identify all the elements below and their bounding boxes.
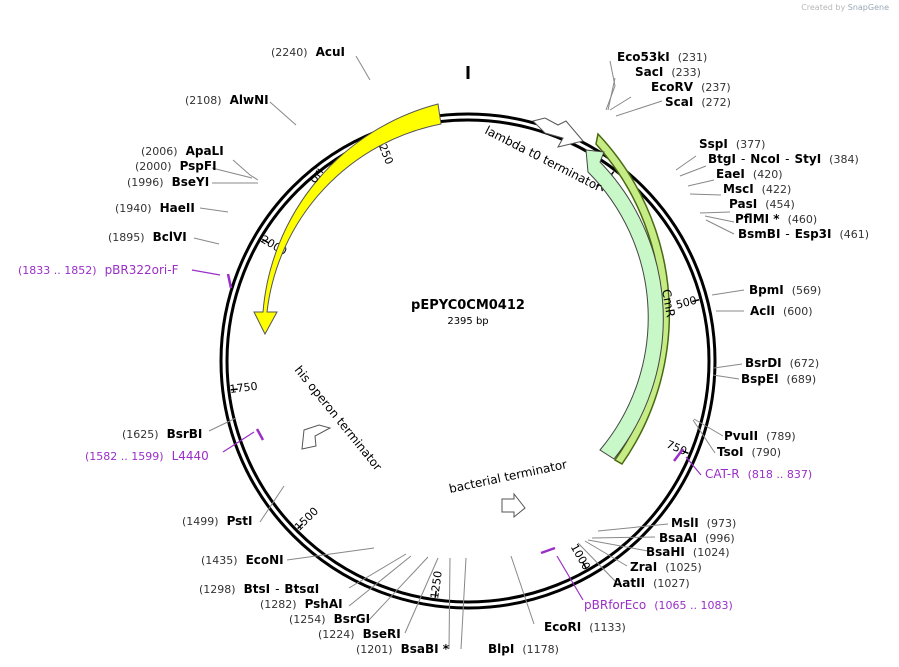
- bacterial-terminator-arrow: [501, 492, 526, 519]
- cmr-feature: [585, 149, 664, 460]
- snapgene-logo: SnapGene: [847, 3, 889, 12]
- tick-label-1000: 1000: [568, 542, 593, 573]
- enzyme-msli: MslI(973): [671, 516, 736, 530]
- enzyme-labels: (2240)AcuI (2108)AlwNI (2006)ApaLI (2000…: [108, 45, 869, 656]
- enzyme-bsrgi: (1254)BsrGI: [289, 612, 370, 626]
- primer-cat-r: CAT-R(818 .. 837): [705, 467, 812, 481]
- cmr-label: CmR: [659, 288, 678, 318]
- enzyme-apali: (2006)ApaLI: [141, 144, 224, 158]
- ori-feature: [253, 103, 442, 336]
- enzyme-bsahi: BsaHI(1024): [646, 545, 729, 559]
- enzyme-btgi: BtgI-NcoI-StyI(384): [708, 152, 859, 166]
- enzyme-bpmi: BpmI(569): [749, 283, 821, 297]
- enzyme-leader-lines: [193, 55, 745, 650]
- enzyme-bsrbi: (1625)BsrBI: [122, 427, 202, 441]
- enzyme-bseri: (1224)BseRI: [318, 627, 401, 641]
- enzyme-psti: (1499)PstI: [182, 514, 253, 528]
- tick-mark-1500: [297, 523, 304, 530]
- primer-markers: [191, 269, 702, 601]
- enzyme-haeii: (1940)HaeII: [115, 201, 195, 215]
- enzyme-blpi: BlpI(1178): [488, 642, 559, 656]
- tick-label-1250: 1250: [428, 570, 445, 600]
- enzyme-bsaai: BsaAI(996): [659, 531, 735, 545]
- enzyme-bclvi: (1895)BclVI: [108, 230, 187, 244]
- enzyme-saci: SacI(233): [635, 65, 701, 79]
- enzyme-btsi: (1298)BtsI-BtsαI: [199, 582, 319, 596]
- lambda-terminator-label: lambda t0 terminator: [483, 123, 604, 194]
- enzyme-pflmi: PflMI *(460): [735, 212, 817, 226]
- his-operon-terminator-arrow: [301, 424, 332, 450]
- his-terminator-label: his operon terminator: [292, 363, 385, 473]
- enzyme-aatii: AatII(1027): [613, 576, 690, 590]
- plasmid-name: pEPYC0CM0412: [411, 298, 525, 313]
- backbone-inner: [225, 118, 711, 604]
- tick-mark-1000: [582, 562, 588, 570]
- backbone-outer: [219, 112, 717, 610]
- primer-labels: (1833 .. 1852)pBR322ori-F (1582 .. 1599)…: [18, 263, 812, 612]
- enzyme-scai: ScaI(272): [665, 95, 731, 109]
- tick-label-1750: 1750: [229, 380, 258, 396]
- tick-label-1500: 1500: [292, 505, 321, 534]
- enzyme-acui: (2240)AcuI: [271, 45, 345, 59]
- enzyme-eco53ki: Eco53kI(231): [617, 50, 707, 64]
- cmr-highlight: [595, 132, 671, 465]
- tick-mark-1750: [230, 388, 238, 391]
- enzyme-pspfi: (2000)PspFI: [135, 159, 217, 173]
- tick-mark-1250: [434, 590, 437, 598]
- enzyme-bsabi: (1201)BsaBI *: [356, 642, 450, 656]
- enzyme-tsoi: TsoI(790): [717, 445, 781, 459]
- credit-text: Created by SnapGene: [801, 3, 889, 12]
- enzyme-pshai: (1282)PshAI: [260, 597, 343, 611]
- enzyme-pvuii: PvuII(789): [724, 429, 796, 443]
- enzyme-eaei: EaeI(420): [716, 167, 783, 181]
- enzyme-ecori: EcoRI(1133): [544, 620, 626, 634]
- enzyme-pasi: PasI(454): [729, 197, 795, 211]
- primer-l4440: (1582 .. 1599)L4440: [85, 449, 209, 463]
- enzyme-bsmbi: BsmBI-Esp3I(461): [738, 227, 869, 241]
- plasmid-length: 2395 bp: [447, 316, 488, 327]
- tick-mark-500: [692, 299, 700, 303]
- tick-label-500: 500: [675, 294, 699, 312]
- primer-pbr322ori-f: (1833 .. 1852)pBR322ori-F: [18, 263, 179, 277]
- lambda-terminator-arrow: [532, 117, 584, 148]
- bacterial-terminator-label: bacterial terminator: [448, 457, 569, 496]
- enzyme-bspei: BspEI(689): [741, 372, 816, 386]
- enzyme-alwni: (2108)AlwNI: [185, 93, 269, 107]
- tick-mark-2000: [261, 238, 269, 244]
- primer-pbrforeco: pBRforEco(1065 .. 1083): [584, 598, 733, 612]
- enzyme-econi: (1435)EcoNI: [201, 553, 284, 567]
- enzyme-acli: AclI(600): [750, 304, 813, 318]
- enzyme-ecorv: EcoRV(237): [651, 80, 731, 94]
- enzyme-bsrdi: BsrDI(672): [745, 356, 819, 370]
- enzyme-sspi: SspI(377): [699, 137, 765, 151]
- tick-label-750: 750: [664, 438, 688, 458]
- tick-mark-750: [681, 449, 689, 455]
- enzyme-msci: MscI(422): [723, 182, 791, 196]
- enzyme-bseyi: (1996)BseYI: [127, 175, 209, 189]
- enzyme-zrai: ZraI(1025): [630, 560, 702, 574]
